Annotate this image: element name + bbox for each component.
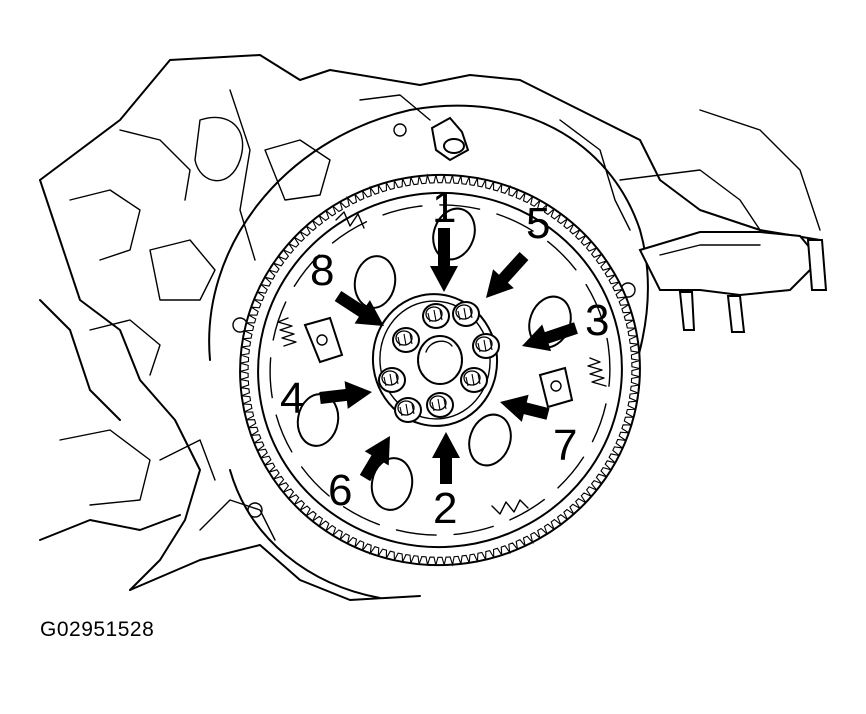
arrow-group (319, 228, 578, 484)
arrow-4 (319, 381, 372, 409)
dowel-pin (430, 116, 470, 162)
callout-5: 5 (526, 199, 550, 248)
arrow-8 (334, 291, 384, 326)
bolt-7 (378, 367, 406, 393)
figure-code: G02951528 (40, 618, 155, 641)
callout-3: 3 (585, 296, 609, 345)
arrow-1 (430, 228, 458, 292)
callout-4: 4 (280, 374, 304, 423)
bolt-3 (472, 333, 500, 359)
bolt-group (378, 301, 500, 423)
callout-7: 7 (553, 421, 577, 470)
bolt-2 (452, 301, 480, 327)
callout-8: 8 (310, 246, 334, 295)
arrow-5 (486, 252, 529, 298)
bolt-8 (392, 327, 420, 353)
callout-2: 2 (433, 484, 457, 533)
bolt-4 (460, 367, 488, 393)
arrow-6 (359, 436, 390, 482)
callout-6: 6 (328, 466, 352, 515)
holding-fixture (638, 231, 828, 333)
ring-gear-teeth (239, 173, 641, 567)
arrow-2 (432, 432, 460, 484)
bolt-5 (426, 392, 454, 418)
arrow-7 (500, 394, 550, 422)
bolt-6 (394, 397, 422, 423)
arrow-3 (522, 322, 578, 352)
callout-1: 1 (432, 183, 456, 232)
callout-labels: 1 2 3 4 5 6 7 8 (280, 183, 609, 533)
bolt-1 (422, 303, 450, 329)
engine-block-outline (39, 54, 821, 601)
